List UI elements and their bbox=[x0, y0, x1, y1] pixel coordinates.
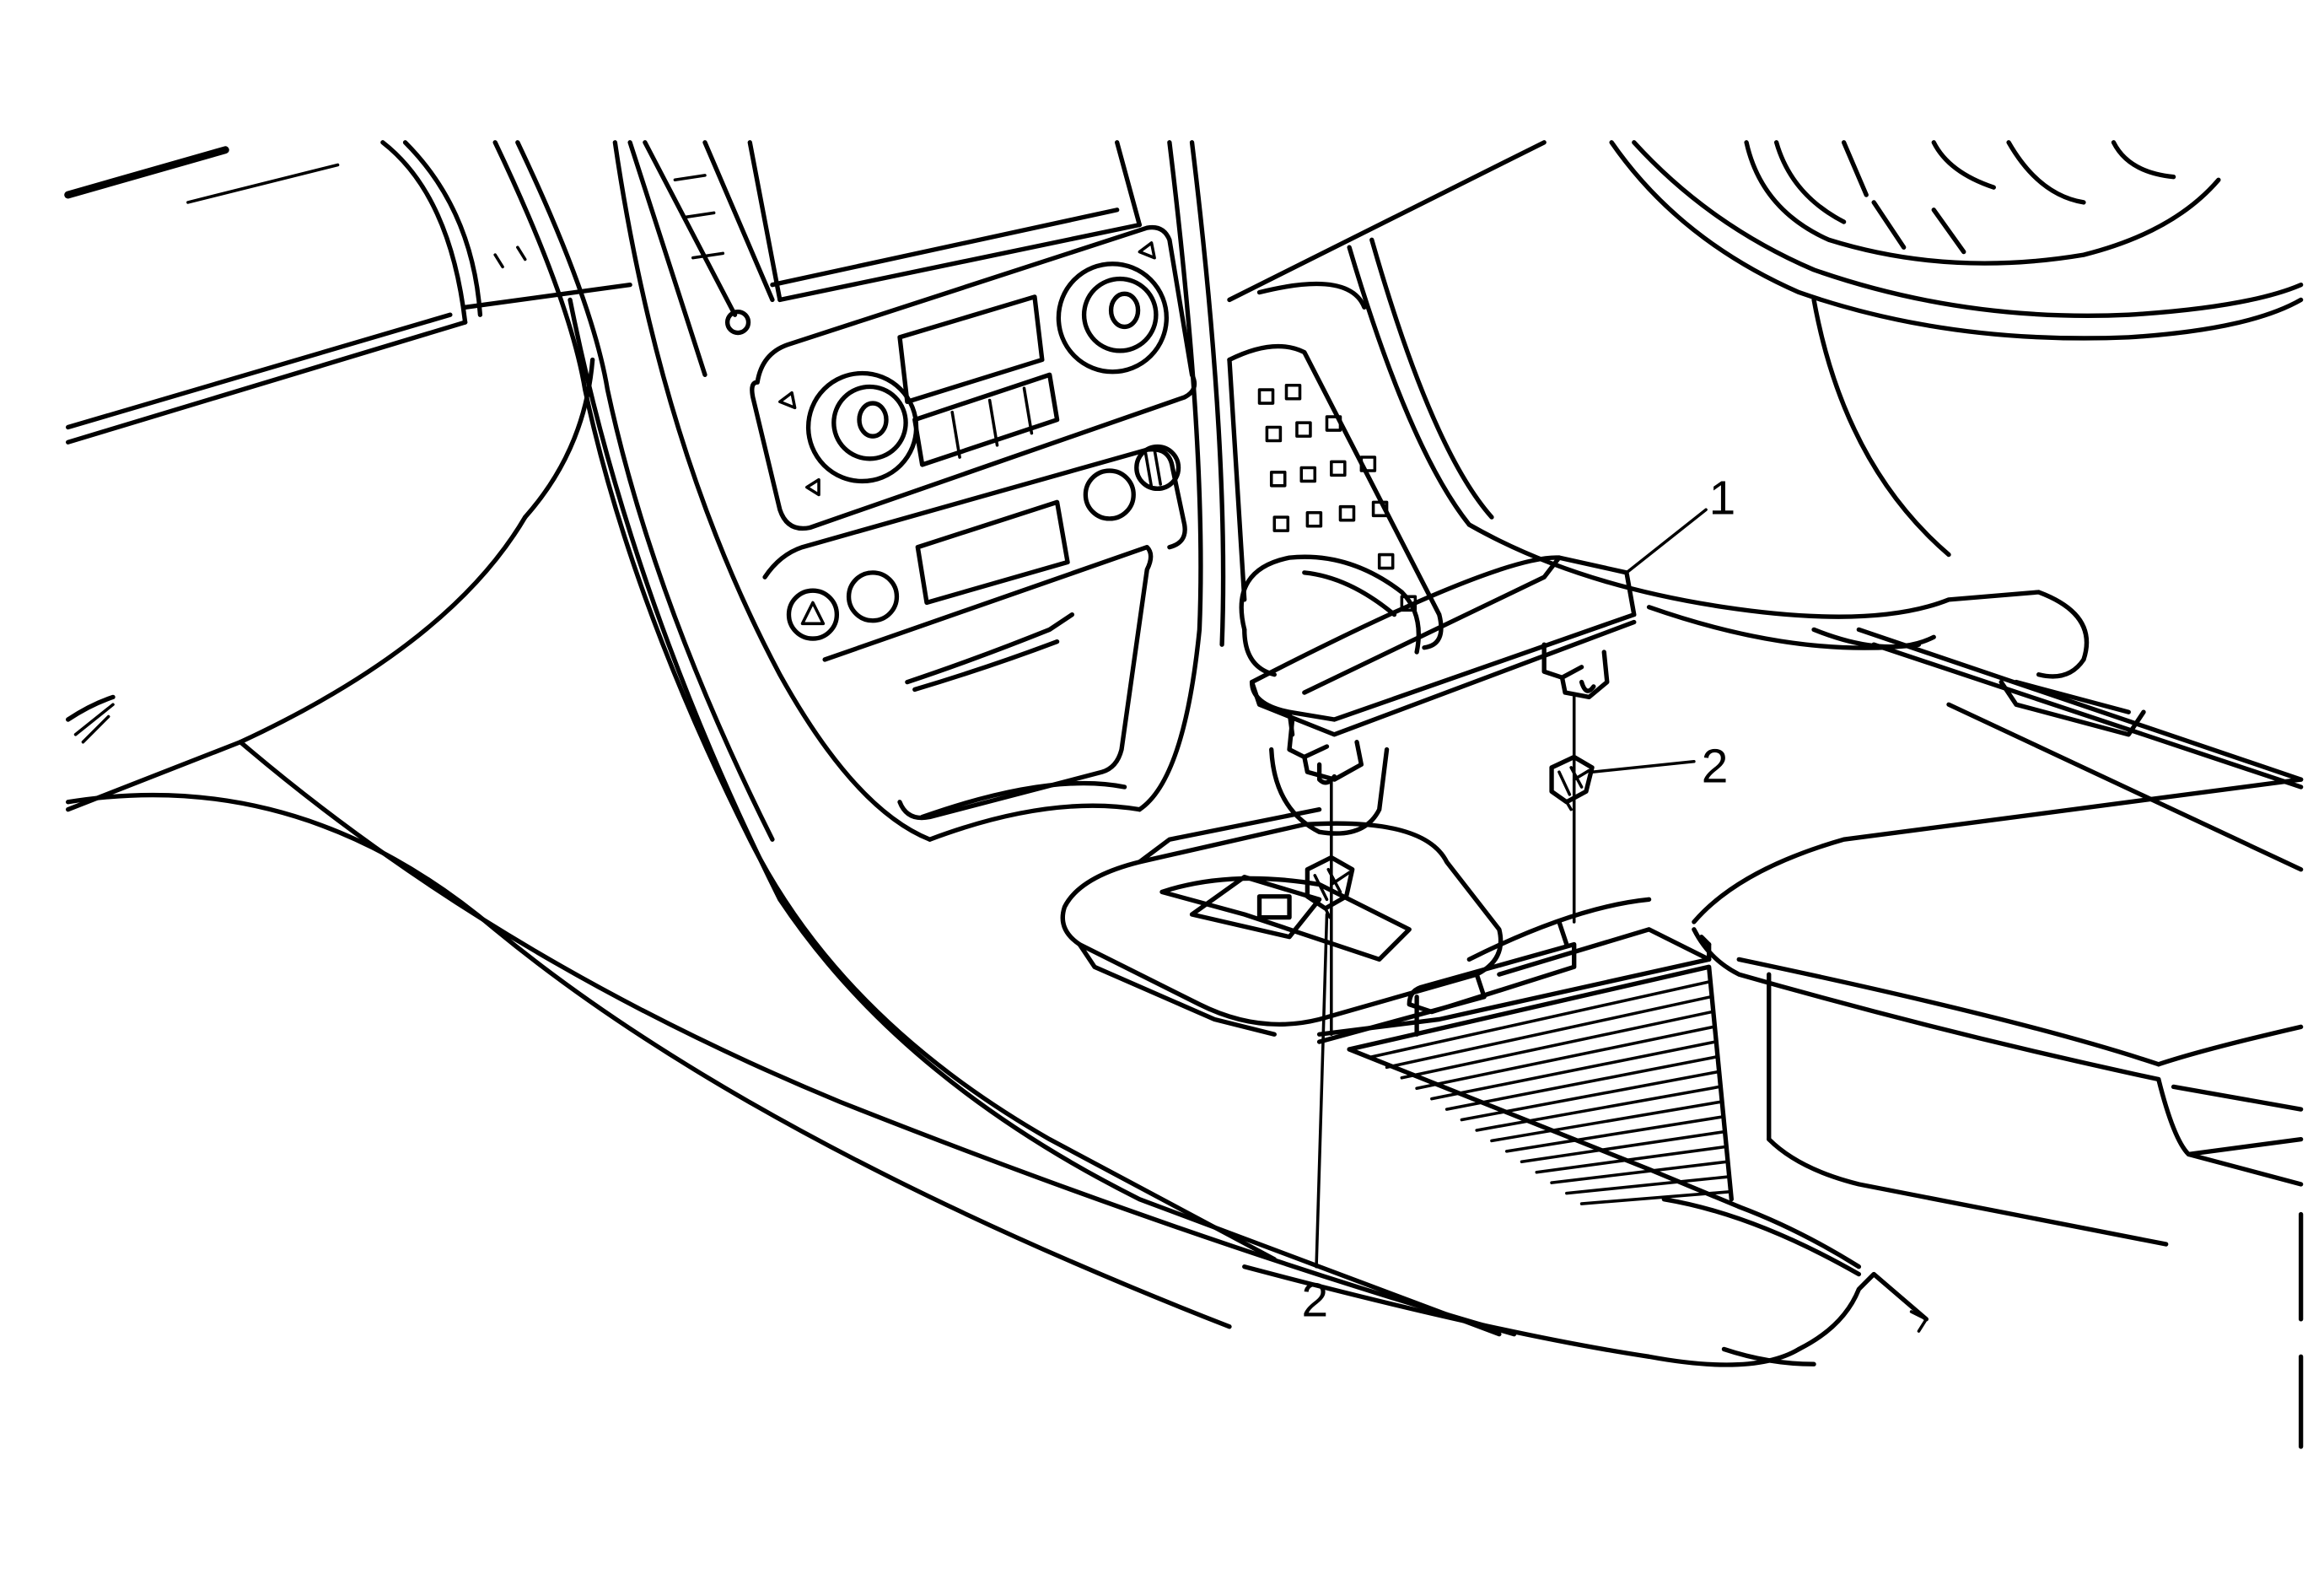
right-temp-knob bbox=[1056, 261, 1169, 375]
lower-console-sweep bbox=[66, 740, 1929, 1367]
part-1-trim-plate bbox=[1249, 555, 1637, 785]
hazard-button bbox=[786, 588, 840, 641]
right-floor-area bbox=[1227, 140, 2304, 872]
center-console bbox=[1316, 777, 2304, 1449]
callout-2-right-clip: 2 bbox=[1702, 741, 1729, 794]
side-grille bbox=[1227, 343, 1444, 650]
left-temp-knob bbox=[805, 370, 919, 484]
climate-control-panel bbox=[750, 224, 1197, 531]
leader-lines bbox=[1315, 508, 1708, 1269]
upper-vent-area bbox=[643, 140, 1143, 336]
installation-alignment-lines bbox=[1330, 695, 1576, 1037]
part-2-clip-upper-right bbox=[1549, 754, 1595, 811]
dash-left-panel bbox=[64, 140, 632, 812]
tambour-door-ribs bbox=[1370, 980, 1732, 1205]
lower-center-stack bbox=[762, 444, 1187, 821]
callout-2-left-clip: 2 bbox=[1301, 1274, 1328, 1327]
steering-wheel bbox=[1609, 140, 2304, 341]
shifter-base bbox=[1060, 806, 1504, 1044]
center-stack-bezel bbox=[492, 140, 1502, 1337]
callout-1: 1 bbox=[1709, 472, 1736, 526]
shift-knob bbox=[1239, 554, 1421, 836]
